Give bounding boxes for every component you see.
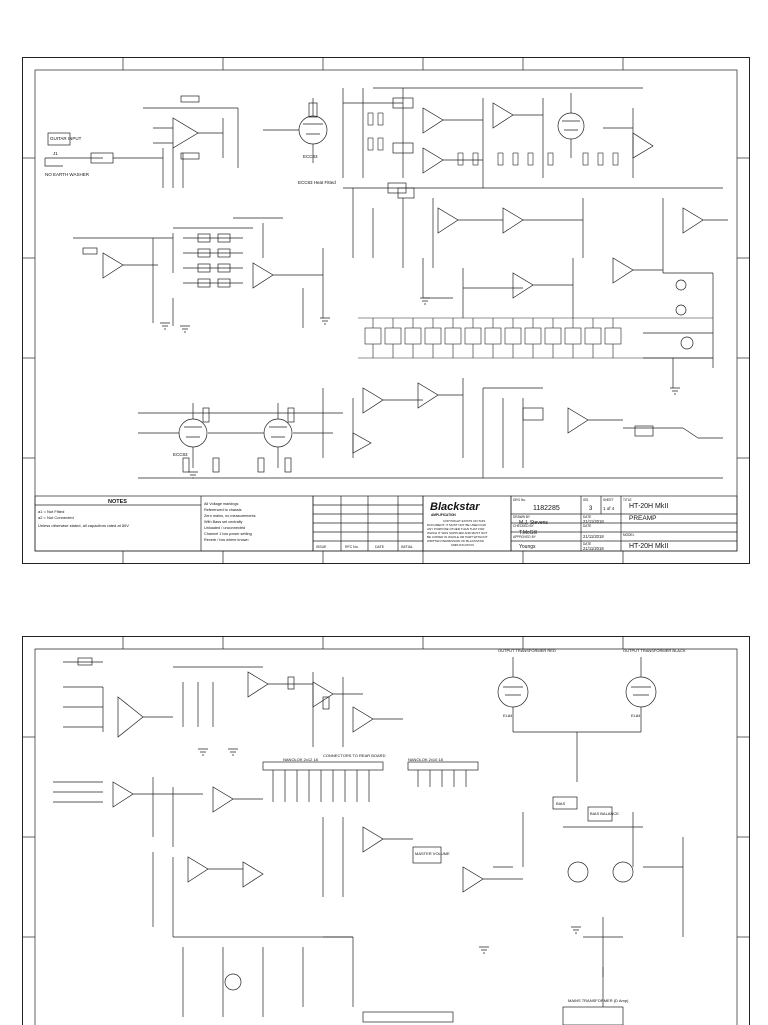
model-label: MODEL xyxy=(623,533,635,537)
tone-network-top xyxy=(342,87,654,188)
sheet2-grid-ticks xyxy=(23,637,749,938)
sheet-value: 1 of 4 xyxy=(603,506,615,511)
preamp-inputs xyxy=(63,657,173,738)
sheet1-inner-frame xyxy=(34,69,738,552)
resistor-array-top xyxy=(367,112,619,166)
drawn-label: DRAWN BY xyxy=(513,515,531,519)
brand-sub: AMPLIFICATION xyxy=(431,513,456,517)
sheet2-inner-frame xyxy=(34,648,738,1025)
copyright-1: COPYRIGHT EXISTS ON THIS xyxy=(443,519,485,523)
v1-tube-label: ECC83 xyxy=(303,154,318,159)
date-1: 21/11/2018 xyxy=(583,519,604,524)
iss-label: ISS. xyxy=(583,498,589,502)
ic-bank xyxy=(358,317,713,359)
drawn-by: M.J. Stevens xyxy=(519,520,548,526)
rev-header-date: DATE xyxy=(375,545,385,549)
copyright-2: DOCUMENT. IT MUST NOT BE USED FOR xyxy=(427,523,487,527)
copyright-5: BE COPIED IN WHOLE OR PART WITHOUT xyxy=(427,535,488,539)
opamp-stage-1 xyxy=(143,95,239,168)
title-block-frame xyxy=(34,495,738,552)
notes-title: NOTES xyxy=(108,499,127,505)
v3-tube-label: ECC83 xyxy=(173,452,188,457)
master-volume-section xyxy=(322,817,523,897)
iss-value: 3 xyxy=(589,506,593,512)
title-label: TITLE xyxy=(623,498,632,502)
date-label-1: DATE xyxy=(583,515,591,519)
power-supply-section xyxy=(173,936,624,1025)
rev-header-issue: ISSUE xyxy=(316,545,327,549)
drawing-title: HT-20H MkII xyxy=(629,503,668,510)
rear-board-connectors xyxy=(262,761,479,802)
bias-label: BIAS xyxy=(556,801,565,806)
bias-balance-label: BIAS BALANCE xyxy=(590,811,619,816)
date-label-2: DATE xyxy=(583,524,591,528)
input-jack-section xyxy=(44,132,184,188)
connectors-label: CONNECTORS TO REAR BOARD xyxy=(323,753,386,758)
drawing-subtitle: PREAMP xyxy=(629,515,656,522)
input-jack-ref: J1 xyxy=(53,151,58,156)
drg-no: 1182285 xyxy=(533,505,560,512)
reverb-section xyxy=(352,378,723,478)
opamp-middle xyxy=(53,777,264,937)
ground-symbols-sheet2 xyxy=(198,748,581,954)
mains-tx-label: MAINS TRANSFORMER (D Amp) xyxy=(568,998,629,1003)
remark-7: Reverb / low where known xyxy=(204,538,249,542)
rev-header-initial: INITIAL xyxy=(401,545,413,549)
remark-6: Channel 1 low power setting xyxy=(204,532,252,536)
notes-line-1: a1 = Not Fitted xyxy=(38,509,64,514)
output-tx-black-label: OUTPUT TRANSFORMER BLACK xyxy=(623,648,686,653)
conn-right-label: NANOLOK 2x10 18 xyxy=(408,757,444,762)
checked-label: CHECKED BY xyxy=(513,524,535,528)
el84-left-label: EL84 xyxy=(503,713,513,718)
schematic-sheet-power-amp: OUTPUT TRANSFORMER RED OUTPUT TRANSFORME… xyxy=(22,636,750,1025)
power-amp-schematic-drawing: OUTPUT TRANSFORMER RED OUTPUT TRANSFORME… xyxy=(23,637,749,1025)
date-label-3: DATE xyxy=(583,542,591,546)
date-2: 21/11/2018 xyxy=(583,534,604,539)
ground-symbols xyxy=(160,297,680,479)
drg-no-label: DRG No. xyxy=(513,498,526,502)
phase-inverter-section xyxy=(493,796,684,977)
copyright-6: WRITTEN PERMISSION OF BLACKSTAR xyxy=(427,539,485,543)
el84-right-label: EL84 xyxy=(631,713,641,718)
guitar-input-label: GUITAR INPUT xyxy=(50,136,82,141)
el84-tubes xyxy=(497,657,657,782)
tube-v2 xyxy=(557,93,585,158)
notes-line-2: a2 = Not Connected xyxy=(38,515,74,520)
remark-3: Zero mains, no measurements xyxy=(204,514,256,518)
notes-line-3: Unless otherwise stated, all capacitors … xyxy=(38,523,129,528)
checked-by: T.McGill xyxy=(519,530,537,536)
model-value: HT-20H MkII xyxy=(629,543,668,550)
remark-1: All Voltage markings xyxy=(204,502,239,506)
copyright-4: WHICH IT WAS SUPPLIED AND MUST NOT xyxy=(427,531,487,535)
opamp-top xyxy=(173,666,403,747)
rev-header-rfc: RFC No. xyxy=(345,545,359,549)
fx-loop-jacks xyxy=(643,272,714,388)
output-tx-red-label: OUTPUT TRANSFORMER RED xyxy=(498,648,556,653)
remark-5: Unloaded / unconnected xyxy=(204,526,245,530)
preamp-schematic-drawing: GUITAR INPUT J1 NO EARTH WASHER ECC83 EC… xyxy=(23,58,749,563)
master-volume-label: MASTER VOLUME xyxy=(415,851,450,856)
date-3: 21/11/2018 xyxy=(583,546,604,551)
tube-v1 xyxy=(263,98,328,163)
eq-section xyxy=(343,182,728,318)
remark-2: Referenced to chassis xyxy=(204,508,242,512)
approved-label: APPROVED BY xyxy=(513,535,537,539)
sheet-label: SHEET xyxy=(603,498,614,502)
brand-logo: Blackstar xyxy=(430,501,480,513)
remark-4: With Bass set centrally xyxy=(204,520,243,524)
copyright-7: AMPLIFICATION xyxy=(451,543,474,547)
copyright-3: ANY PURPOSE OTHER THAN THAT FOR xyxy=(427,527,485,531)
schematic-sheet-preamp: GUITAR INPUT J1 NO EARTH WASHER ECC83 EC… xyxy=(22,57,750,564)
earth-washer-note: NO EARTH WASHER xyxy=(45,172,90,177)
sheet1-grid-ticks xyxy=(23,58,749,563)
approved-by: Youngs xyxy=(519,544,536,550)
conn-left-label: NANOLOK 2x12 18 xyxy=(283,757,319,762)
heater-note: ECC83 Heat Fitted xyxy=(298,180,336,185)
channel-switch-section xyxy=(73,217,324,328)
